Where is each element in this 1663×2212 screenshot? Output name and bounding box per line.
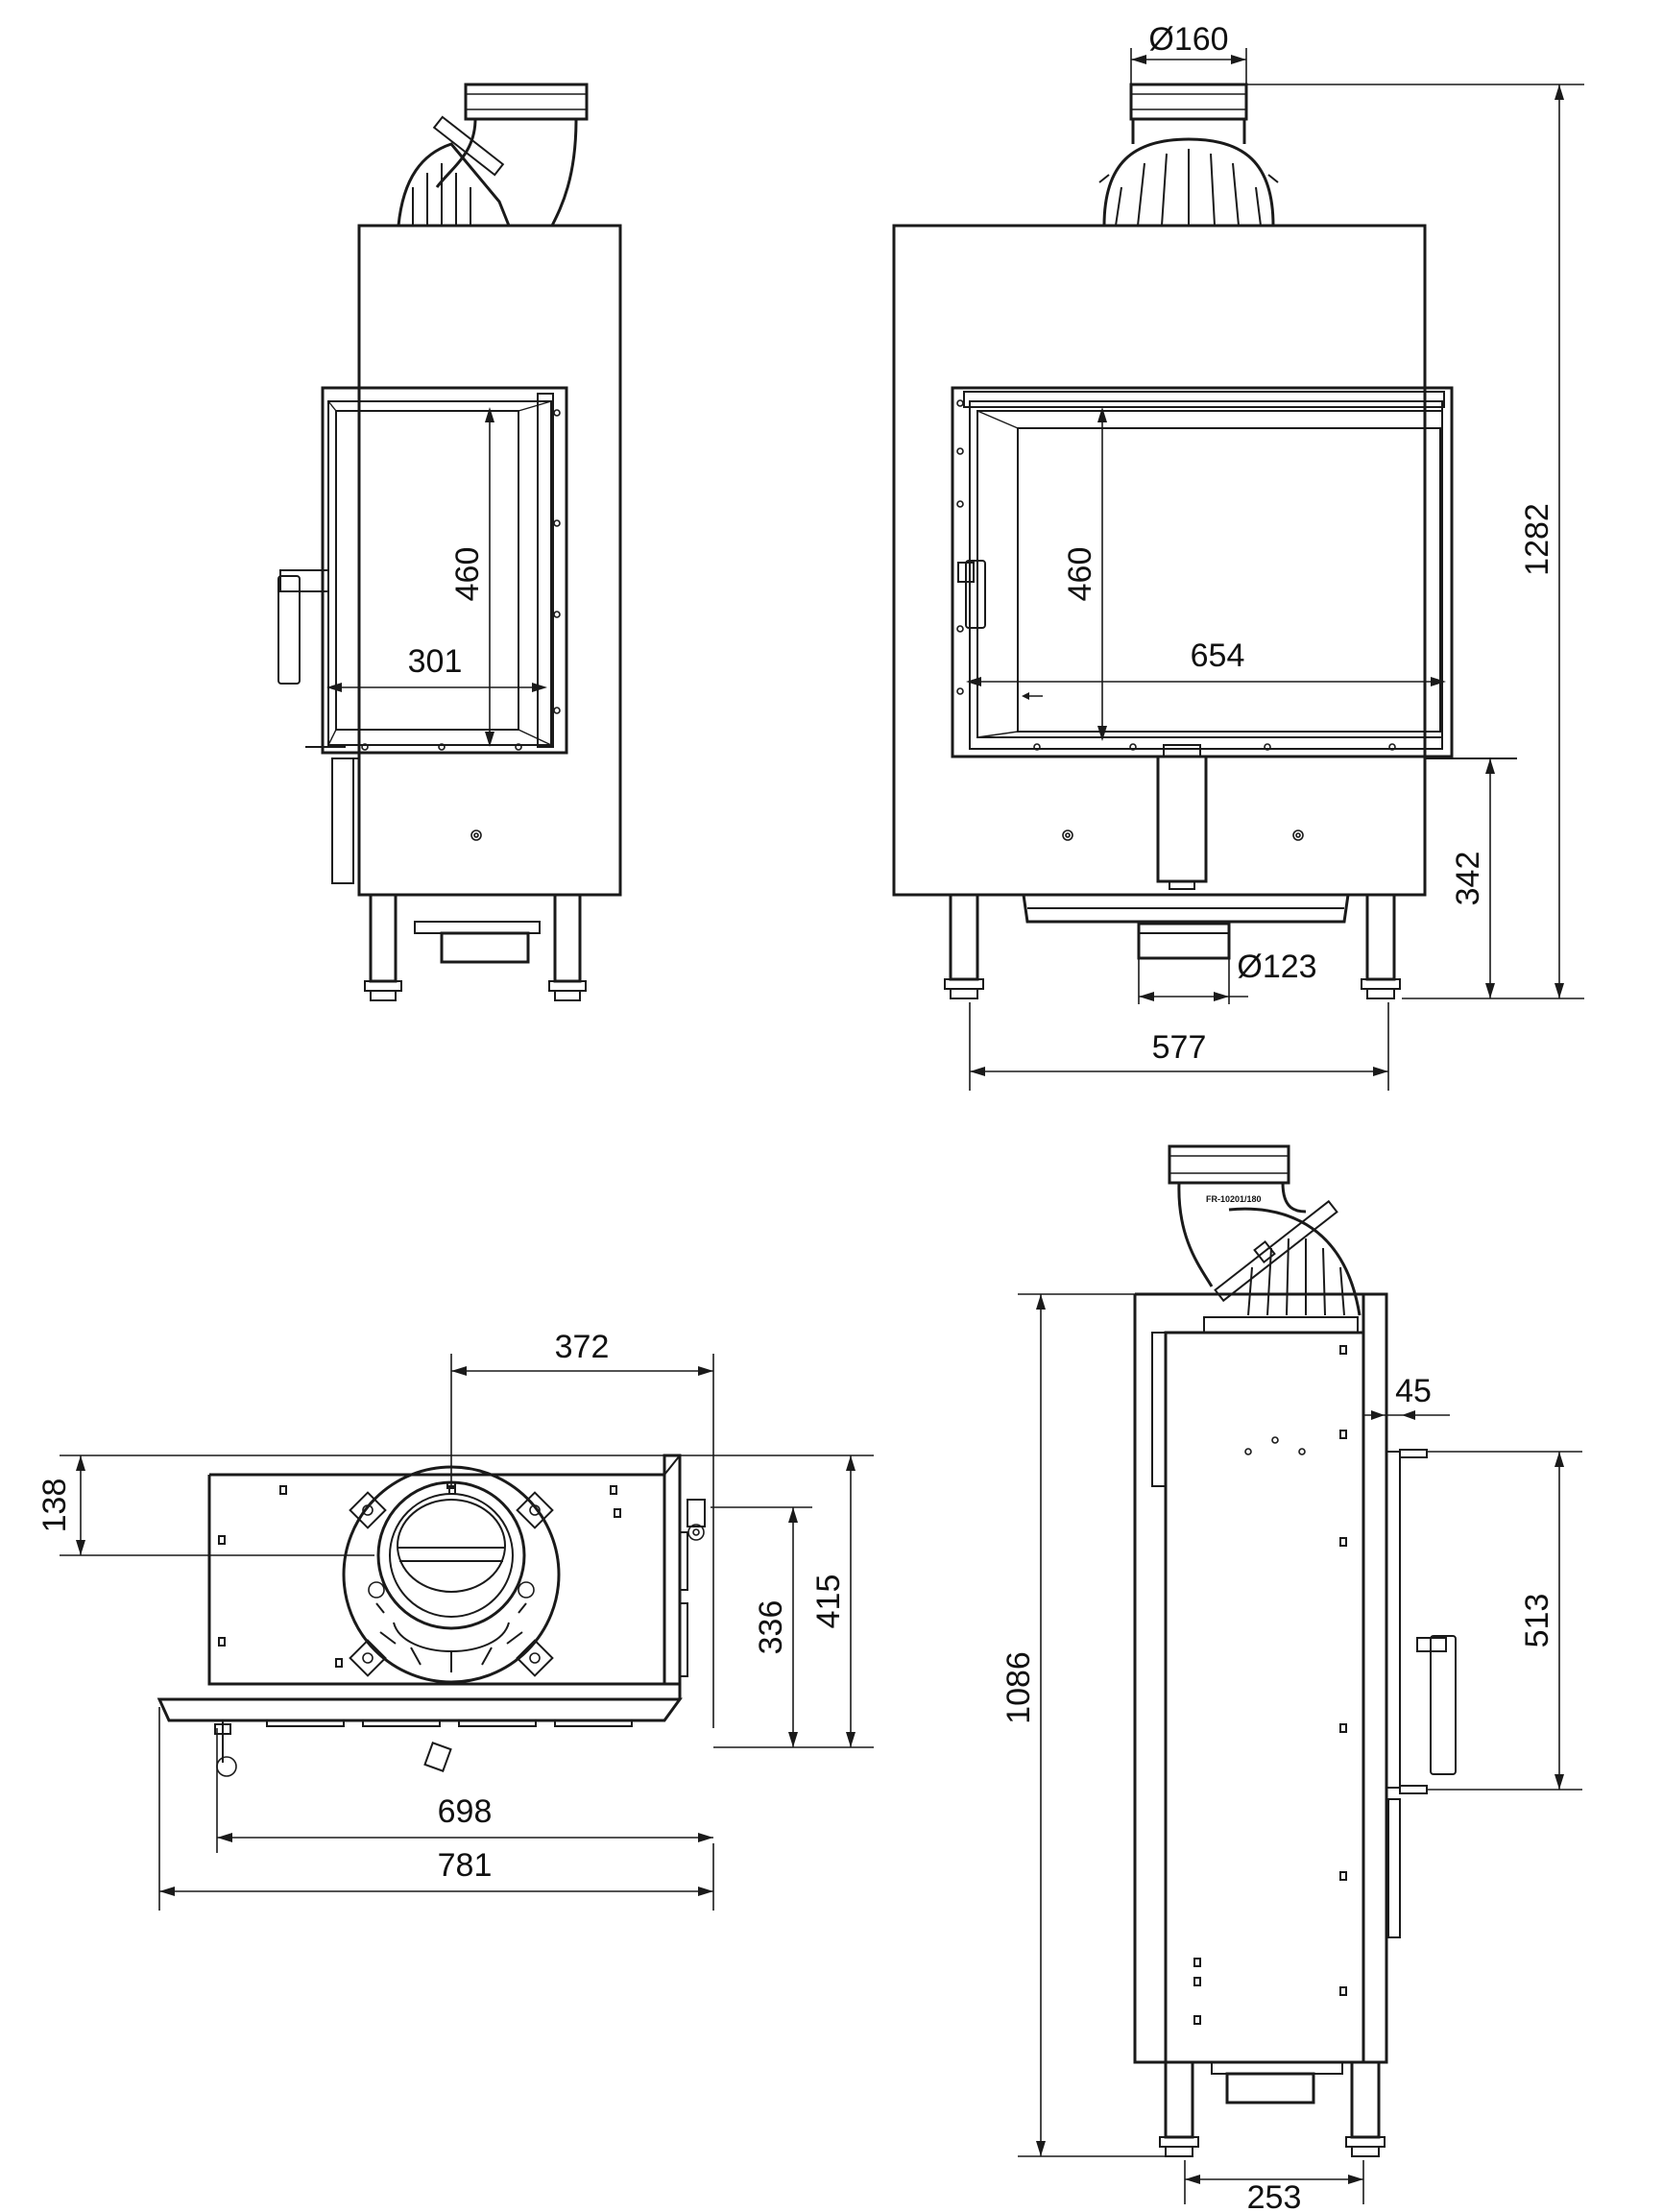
front-legs — [364, 893, 587, 1001]
side-body — [892, 224, 1427, 897]
top-body — [157, 1454, 706, 1777]
top-view: 372 138 336 415 — [36, 1329, 874, 1911]
side-dim-flue: Ø160 — [1130, 21, 1247, 84]
top-width-inner-label: 698 — [438, 1793, 493, 1830]
front-flue-elbow — [397, 83, 589, 227]
front-dim-window-height: 460 — [449, 407, 494, 747]
front-lower — [331, 757, 482, 884]
side-window-width-label: 654 — [1191, 637, 1245, 674]
right-dim-body-height: 1086 — [1000, 1293, 1166, 2157]
side-flue-collar — [1098, 83, 1279, 227]
side-window-height-label: 460 — [1062, 547, 1098, 602]
right-door-height-label: 513 — [1519, 1594, 1555, 1648]
right-dim-door-offset: 45 — [1363, 1373, 1450, 1420]
top-flue — [342, 1465, 561, 1684]
top-width-outer-label: 781 — [438, 1847, 493, 1884]
right-feet-spacing-label: 253 — [1247, 2179, 1302, 2212]
right-door-offset-label: 45 — [1395, 1373, 1432, 1409]
right-body — [1133, 1292, 1457, 2064]
right-product-label: FR-10201/180 — [1206, 1194, 1262, 1204]
top-dim-width-outer: 781 — [158, 1707, 714, 1911]
side-lower — [1062, 744, 1304, 890]
front-body — [357, 224, 622, 897]
front-dim-window-width: 301 — [326, 643, 547, 692]
side-feet-spacing-label: 577 — [1152, 1029, 1207, 1066]
right-flue-elbow: FR-10201/180 — [1168, 1144, 1362, 1316]
top-dim-depth-inner: 336 — [711, 1506, 812, 1748]
side-dim-air-inlet: Ø123 — [1138, 949, 1317, 1004]
top-depth-inner-label: 336 — [753, 1600, 789, 1655]
side-dim-feet-spacing: 577 — [969, 1002, 1389, 1091]
side-dim-overall-height: 1282 — [1246, 84, 1584, 999]
side-dim-window-height: 460 — [1062, 407, 1107, 741]
top-dim-depth-outer: 415 — [810, 1455, 874, 1748]
top-dim-flue-y: 138 — [36, 1455, 874, 1556]
right-dim-door-height: 513 — [1427, 1451, 1582, 1791]
front-view: 460 301 — [277, 83, 622, 1001]
side-air-inlet-label: Ø123 — [1237, 949, 1316, 985]
right-view: FR-10201/180 — [1000, 1144, 1582, 2212]
side-base-height-label: 342 — [1450, 852, 1486, 906]
top-depth-outer-label: 415 — [810, 1575, 847, 1629]
top-flue-y-label: 138 — [36, 1479, 73, 1533]
top-dim-flue-x: 372 — [450, 1329, 714, 1728]
right-body-height-label: 1086 — [1000, 1651, 1037, 1724]
side-view: Ø160 460 654 1282 342 — [892, 21, 1584, 1091]
top-flue-x-label: 372 — [555, 1329, 610, 1365]
front-window-width-label: 301 — [408, 643, 463, 680]
side-door — [951, 386, 1517, 759]
side-flue-label: Ø160 — [1148, 21, 1228, 58]
right-dim-feet-spacing: 253 — [1184, 2160, 1364, 2212]
side-overall-height-label: 1282 — [1519, 503, 1555, 576]
side-legs — [944, 893, 1401, 999]
top-dim-width-inner: 698 — [216, 1728, 713, 1853]
front-door — [277, 386, 568, 755]
right-legs — [1159, 2060, 1386, 2157]
front-window-height-label: 460 — [449, 547, 486, 602]
side-dim-window-width: 654 — [966, 637, 1446, 686]
side-dim-base-height: 342 — [1450, 758, 1495, 998]
